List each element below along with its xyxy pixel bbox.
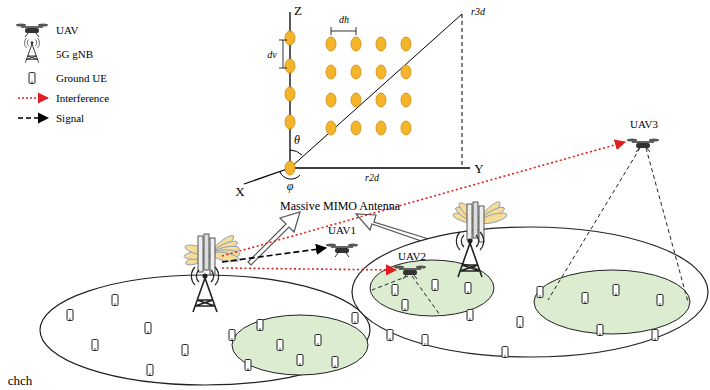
ground-ue <box>657 295 663 306</box>
legend-text: Interference <box>56 93 109 104</box>
spacing-label: dh <box>339 15 349 25</box>
ground-ue <box>297 355 303 366</box>
uav-label: UAV1 <box>328 225 356 236</box>
antenna-element <box>401 93 411 107</box>
antenna-element <box>285 115 295 129</box>
ground-ue <box>67 310 73 321</box>
ground-ue <box>332 357 338 368</box>
ground-ue <box>517 317 523 328</box>
antenna-element <box>351 93 361 107</box>
antenna-element <box>326 37 336 51</box>
ground-ue <box>92 340 98 351</box>
ground-ue <box>387 330 393 341</box>
ground-ue <box>352 313 358 324</box>
antenna-element <box>376 121 386 135</box>
antenna-element <box>401 121 411 135</box>
spacing-label: dv <box>267 50 276 60</box>
antenna-element <box>376 65 386 79</box>
y-axis-label: Y <box>474 162 483 175</box>
ground-ue <box>613 285 619 296</box>
antenna-element <box>401 37 411 51</box>
antenna-element <box>326 65 336 79</box>
antenna-element <box>285 87 295 101</box>
ground-ue <box>597 325 603 336</box>
distance-label: r3d <box>471 7 485 17</box>
antenna-element <box>285 59 295 73</box>
ground-ue <box>402 300 408 311</box>
antenna-element <box>326 93 336 107</box>
legend-text: UAV <box>56 25 78 36</box>
ground-ue <box>467 310 473 321</box>
ground-ue <box>582 293 588 304</box>
ground-ue <box>315 335 321 346</box>
ground-ue <box>537 287 543 298</box>
ground-ue <box>257 320 263 331</box>
legend-text: Ground UE <box>56 73 107 84</box>
antenna-element <box>401 65 411 79</box>
antenna-element <box>326 121 336 135</box>
ground-ue <box>392 285 398 296</box>
caption-text: chch <box>8 374 33 387</box>
z-axis-label: Z <box>294 4 302 17</box>
ground-ue <box>465 283 471 294</box>
legend-text: 5G gNB <box>56 49 93 60</box>
ground-ue <box>502 347 508 358</box>
ground-ue <box>432 280 438 291</box>
antenna-element <box>285 31 295 45</box>
ground-ue <box>147 365 153 376</box>
antenna-element <box>351 37 361 51</box>
antenna-element <box>376 93 386 107</box>
legend-text: Signal <box>56 113 84 124</box>
x-axis-label: X <box>235 185 244 198</box>
angle-label: φ <box>287 180 294 192</box>
ground-ue <box>652 330 658 341</box>
angle-label: θ <box>294 134 300 146</box>
distance-label: r2d <box>365 173 379 183</box>
ground-ue <box>229 330 235 341</box>
ground-ue <box>422 335 428 346</box>
antenna-element <box>376 37 386 51</box>
uav-label: UAV3 <box>630 119 658 130</box>
ground-ue <box>112 295 118 306</box>
ground-ue <box>182 345 188 356</box>
antenna-title: Massive MIMO Antenna <box>280 200 400 212</box>
ground-ue <box>145 323 151 334</box>
antenna-element <box>351 121 361 135</box>
uav-label: UAV2 <box>398 251 426 262</box>
ground-ue <box>245 360 251 371</box>
antenna-element <box>351 65 361 79</box>
antenna-element <box>285 161 295 175</box>
ground-ue <box>277 340 283 351</box>
